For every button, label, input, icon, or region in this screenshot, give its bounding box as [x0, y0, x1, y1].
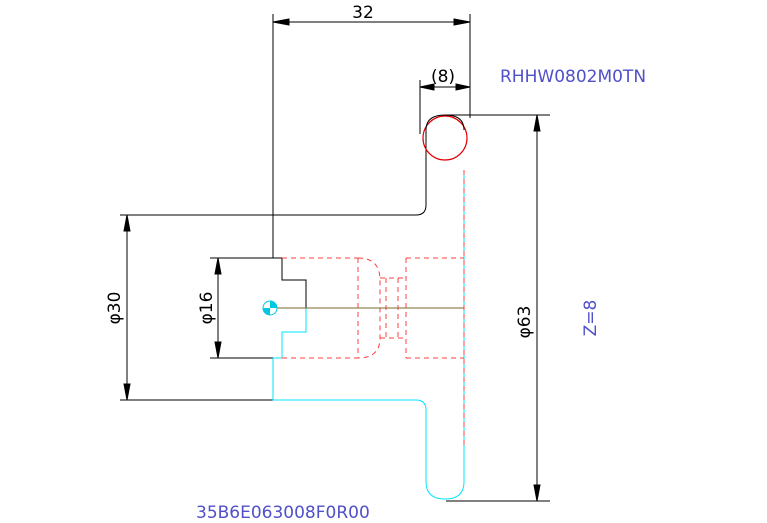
hidden-lines — [282, 170, 465, 448]
tooth-profile — [422, 115, 468, 161]
part-code-label: RHHW0802M0TN — [500, 67, 646, 87]
dim-dia-outer — [446, 114, 550, 502]
dim-width-hub-label: (8) — [431, 67, 455, 87]
drawing-number-label: 35B6E063008F0R00 — [196, 503, 370, 523]
dim-dia-hub — [120, 214, 273, 401]
dim-width-total-label: 32 — [352, 3, 374, 23]
dim-dia-bore-label: φ16 — [197, 292, 217, 325]
origin-marker-icon — [262, 300, 278, 316]
dim-width-total — [272, 14, 471, 215]
dim-width-hub — [419, 80, 471, 134]
tooth-outline — [425, 114, 465, 131]
dim-dia-hub-label: φ30 — [105, 292, 125, 325]
dim-dia-outer-label: φ63 — [515, 306, 535, 339]
lower-outline — [272, 170, 465, 500]
upper-outline — [272, 130, 427, 308]
dim-dia-bore — [210, 257, 280, 359]
teeth-count-label: Z=8 — [581, 300, 601, 337]
